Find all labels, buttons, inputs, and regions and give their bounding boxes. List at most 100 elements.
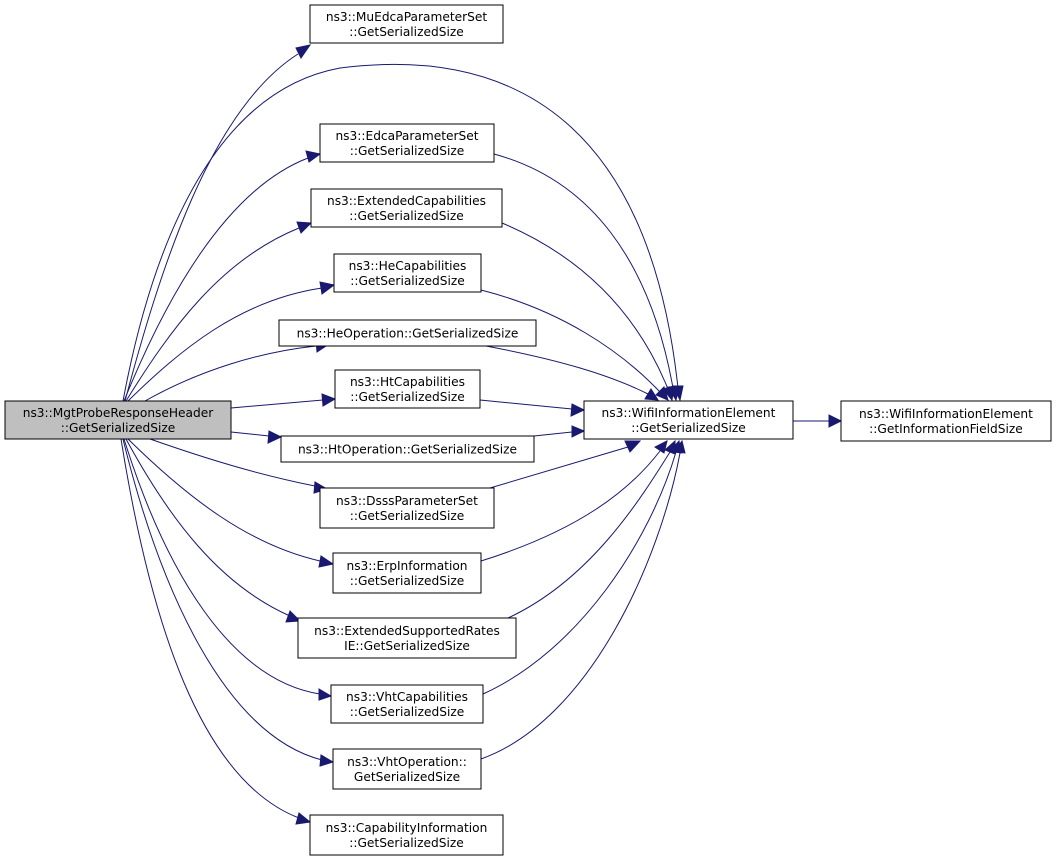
node-box — [319, 123, 495, 163]
edge-line — [493, 153, 674, 389]
node-label-line: ::GetSerializedSize — [350, 705, 464, 719]
node-label-line: ::GetSerializedSize — [350, 574, 464, 588]
edge-line — [230, 399, 324, 409]
node-wifiie-field[interactable]: ns3::WifiInformationElement::GetInformat… — [840, 400, 1052, 442]
node-label-line: GetSerializedSize — [354, 770, 460, 784]
node-edca[interactable]: ns3::EdcaParameterSet::GetSerializedSize — [319, 123, 495, 163]
edge-line — [123, 438, 321, 695]
node-label-line: ns3::ExtendedCapabilities — [327, 194, 486, 208]
edge-line — [533, 431, 573, 437]
arrowhead-icon — [305, 150, 322, 163]
edge-edca-to-wifiie — [493, 153, 680, 402]
arrowhead-icon — [655, 386, 669, 401]
edge-line — [122, 63, 679, 402]
edge-line — [144, 345, 317, 402]
node-box — [333, 253, 482, 293]
node-htcap[interactable]: ns3::HtCapabilities::GetSerializedSize — [334, 369, 481, 409]
node-box — [309, 814, 504, 856]
node-box — [310, 188, 503, 228]
node-extrates[interactable]: ns3::ExtendedSupportedRatesIE::GetSerial… — [297, 617, 517, 659]
edge-root-to-extcap — [125, 221, 313, 402]
node-heop[interactable]: ns3::HeOperation::GetSerializedSize — [278, 319, 537, 347]
node-capinfo[interactable]: ns3::CapabilityInformation::GetSerialize… — [309, 814, 504, 856]
node-box — [280, 435, 535, 463]
node-box — [309, 4, 504, 44]
node-vhtop[interactable]: ns3::VhtOperation::GetSerializedSize — [332, 748, 482, 790]
edge-line — [127, 438, 321, 562]
arrowhead-icon — [644, 388, 659, 401]
edge-extcap-to-wifiie — [501, 222, 675, 402]
node-label-line: ns3::CapabilityInformation — [326, 821, 488, 835]
edge-root-to-extrates — [125, 438, 302, 623]
node-label-line: ::GetSerializedSize — [350, 144, 464, 158]
node-label-line: ::GetSerializedSize — [61, 421, 175, 435]
node-label-line: ::GetSerializedSize — [349, 209, 463, 223]
node-label-line: ns3::DsssParameterSet — [336, 494, 478, 508]
node-muedca[interactable]: ns3::MuEdcaParameterSet::GetSerializedSi… — [309, 4, 504, 44]
arrowhead-icon — [295, 812, 312, 825]
edge-htop-to-wifiie — [533, 425, 586, 438]
edge-vhtop-to-wifiie — [480, 439, 686, 760]
node-wifiie[interactable]: ns3::WifiInformationElement::GetSerializ… — [583, 400, 794, 440]
edge-root-to-vhtop — [122, 438, 335, 767]
arrowhead-icon — [624, 440, 642, 453]
node-label-line: ::GetSerializedSize — [349, 25, 463, 39]
node-label-line: ::GetSerializedSize — [350, 509, 464, 523]
edge-root-to-htop — [230, 430, 283, 444]
edge-root-to-muedca — [124, 44, 312, 402]
arrowhead-icon — [321, 393, 337, 407]
edges-layer — [120, 44, 843, 825]
node-erp[interactable]: ns3::ErpInformation::GetSerializedSize — [332, 552, 482, 594]
edge-line — [507, 451, 671, 619]
edge-root-to-edca — [123, 150, 322, 402]
edge-line — [230, 431, 270, 437]
arrowhead-icon — [318, 555, 335, 568]
arrowhead-icon — [267, 430, 283, 444]
edge-line — [122, 438, 323, 761]
edge-extrates-to-wifiie — [507, 439, 676, 619]
node-label-line: ns3::MgtProbeResponseHeader — [23, 406, 215, 420]
node-label-line: ns3::VhtCapabilities — [346, 690, 468, 704]
arrowhead-icon — [296, 221, 313, 234]
edge-root-to-htcap — [230, 393, 337, 409]
arrowhead-icon — [571, 425, 586, 438]
node-label-line: ::GetInformationFieldSize — [869, 422, 1023, 436]
edge-heop-to-wifiie — [485, 345, 659, 401]
edge-root-to-capinfo — [120, 438, 312, 825]
edge-line — [482, 451, 677, 695]
edge-root-to-heop — [144, 339, 331, 402]
node-box — [583, 400, 794, 440]
node-extcap[interactable]: ns3::ExtendedCapabilities::GetSerialized… — [310, 188, 503, 228]
edge-line — [479, 399, 573, 410]
node-root[interactable]: ns3::MgtProbeResponseHeader::GetSerializ… — [4, 400, 232, 440]
edge-line — [125, 227, 300, 402]
arrowhead-icon — [828, 414, 843, 428]
edge-root-to-hecap — [127, 281, 336, 402]
node-label-line: ns3::HtOperation::GetSerializedSize — [298, 443, 517, 457]
node-label-line: ::GetSerializedSize — [349, 836, 463, 850]
node-label-line: ::GetSerializedSize — [350, 390, 464, 404]
edge-root-to-vhtcap — [123, 438, 333, 701]
arrowhead-icon — [285, 610, 302, 623]
node-label-line: ns3::ErpInformation — [346, 559, 467, 573]
edge-line — [125, 438, 291, 617]
arrowhead-icon — [319, 754, 335, 767]
edge-line — [501, 222, 669, 390]
node-htop[interactable]: ns3::HtOperation::GetSerializedSize — [280, 435, 535, 463]
node-label-line: ns3::WifiInformationElement — [859, 407, 1033, 421]
node-label-line: ns3::HeCapabilities — [349, 259, 467, 273]
edge-line — [485, 345, 649, 395]
arrowhead-icon — [319, 281, 336, 295]
edge-htcap-to-wifiie — [479, 399, 586, 417]
edge-wifiie-to-wifiie_field — [793, 414, 843, 428]
node-hecap[interactable]: ns3::HeCapabilities::GetSerializedSize — [333, 253, 482, 293]
edge-root-to-wifiie — [122, 63, 684, 402]
node-label-line: IE::GetSerializedSize — [344, 639, 470, 653]
arrowhead-icon — [570, 403, 586, 417]
node-dsss[interactable]: ns3::DsssParameterSet::GetSerializedSize — [319, 487, 495, 529]
node-label-line: ns3::EdcaParameterSet — [335, 129, 478, 143]
node-vhtcap[interactable]: ns3::VhtCapabilities::GetSerializedSize — [330, 684, 484, 724]
node-box — [332, 748, 482, 790]
edge-line — [480, 450, 661, 562]
